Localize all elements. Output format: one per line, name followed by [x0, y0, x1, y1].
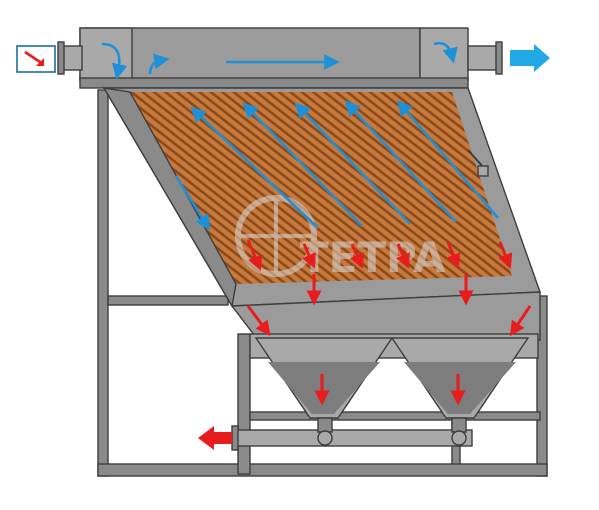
tank-side-wall — [102, 87, 237, 308]
flow-arrow-water — [396, 100, 499, 219]
outlet-flange — [495, 41, 503, 75]
flow-arrow-water — [242, 102, 363, 227]
hoppers — [254, 337, 530, 419]
outlet-chamber — [419, 27, 469, 81]
flow-arrow-rise — [148, 53, 170, 75]
inlet-chamber — [79, 27, 133, 81]
side-port — [477, 165, 489, 177]
frame-leg-inner-left — [237, 333, 251, 475]
top-rim — [79, 77, 469, 89]
frame-cross-brace — [107, 295, 229, 306]
frame-hopper-beam — [249, 411, 541, 421]
sludge-manifold — [231, 417, 473, 451]
flow-arrow-sludge — [396, 243, 410, 269]
flow-arrow-inflow — [174, 175, 211, 231]
watermark-text: TETPA — [300, 233, 446, 282]
hopper-right-sludge — [404, 362, 516, 414]
flow-arrow-sludge — [246, 239, 263, 271]
manifold-flange — [231, 425, 239, 451]
flow-arrow-water — [190, 106, 319, 229]
flow-arrow-sludge — [509, 305, 532, 337]
valve-left — [317, 430, 333, 446]
top-channel — [79, 27, 469, 89]
hopper-left-sludge — [268, 362, 380, 414]
inlet-flange — [57, 41, 65, 75]
water-outlet-arrow-icon — [510, 44, 550, 72]
flow-arrow-sludge — [498, 241, 513, 269]
flow-arrow-inlet-turn — [101, 42, 128, 80]
sludge-flow — [198, 239, 532, 450]
manifold-pipe — [233, 429, 473, 447]
clarified-water-flow — [101, 41, 550, 231]
inlet-arrow-icon — [16, 45, 56, 73]
inlet-pipe — [57, 41, 83, 75]
flow-arrow-water — [294, 102, 411, 225]
valve-right — [451, 430, 467, 446]
water-outlet-pipe — [467, 41, 503, 75]
flow-arrow-sludge — [350, 243, 364, 269]
sludge-outlet-arrow-icon — [198, 426, 232, 450]
flow-arrow-sludge — [246, 305, 271, 336]
watermark-logo — [235, 195, 317, 277]
flow-arrow-sludge — [302, 243, 316, 269]
frame-base-beam — [97, 463, 548, 477]
flow-arrow-sludge — [446, 241, 461, 269]
frame-leg-left — [97, 89, 109, 477]
flow-arrow-outlet-turn — [433, 41, 458, 64]
flow-arrow-water — [344, 100, 457, 223]
watermark: TETPA — [235, 195, 446, 282]
